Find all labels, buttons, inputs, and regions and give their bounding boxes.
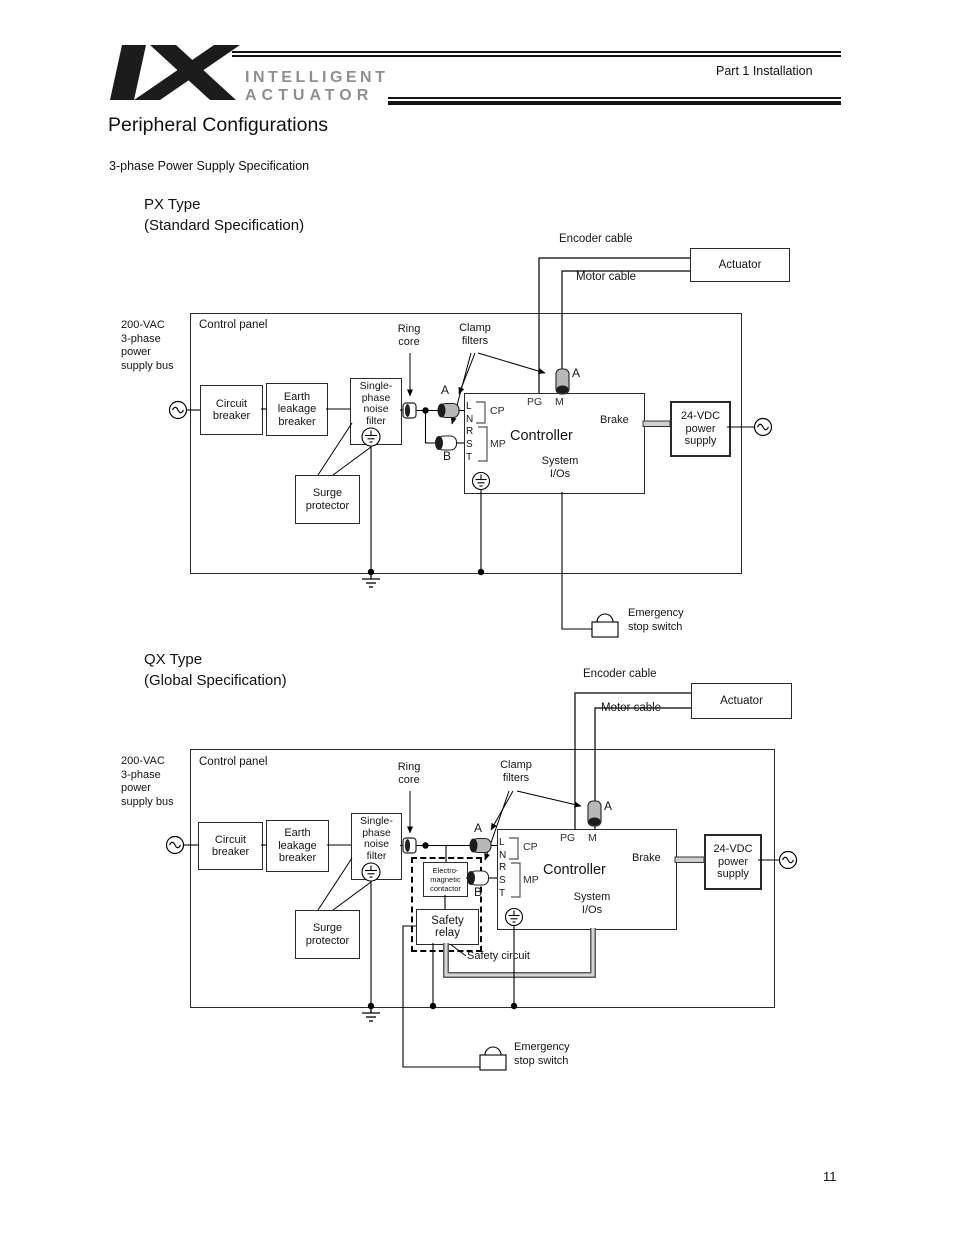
px-ac-source-right-icon (753, 417, 773, 437)
px-power-bus-label: 200-VAC 3-phase power supply bus (121, 319, 174, 372)
qx-circuit-breaker-box: Circuit breaker (198, 822, 263, 870)
qx-earth-leakage-breaker-box: Earth leakage breaker (266, 820, 329, 872)
qx-circuit-breaker-label: Circuit breaker (211, 833, 250, 859)
px-heading: PX Type (Standard Specification) (144, 196, 305, 234)
qx-encoder-cable-label: Encoder cable (583, 668, 657, 680)
qx-safety-relay-label: Safety relay (431, 914, 464, 940)
qx-control-panel-box (190, 749, 775, 1008)
px-terminal-r: R (466, 426, 474, 437)
header-rule-top-1 (232, 51, 841, 53)
qx-surge-protector-box: Surge protector (295, 910, 360, 959)
qx-safety-circuit-label: Safety circuit (467, 950, 530, 962)
qx-clamp-a-vertical-label: A (604, 799, 613, 813)
px-actuator-label: Actuator (718, 258, 762, 271)
page-number: 11 (823, 1169, 837, 1184)
px-24vdc-power-supply-box: 24-VDC power supply (670, 401, 731, 457)
px-control-panel-label: Control panel (199, 319, 268, 331)
header-rule-bottom-1 (388, 97, 841, 99)
qx-electromagnetic-contactor-box: Electro- magnetic contactor (423, 862, 468, 897)
qx-emergency-stop-label: Emergency stop switch (514, 1041, 570, 1067)
px-noise-filter-label: Single- phase noise filter (359, 380, 393, 427)
px-earth-ground-icon (362, 572, 380, 588)
qx-earth-leakage-breaker-label: Earth leakage breaker (278, 827, 317, 865)
qx-electromagnetic-contactor-label: Electro- magnetic contactor (430, 866, 461, 893)
px-terminal-n: N (466, 414, 474, 425)
px-ac-source-icon (168, 400, 188, 420)
px-surge-protector-box: Surge protector (295, 475, 360, 524)
px-brake-label: Brake (600, 414, 629, 426)
qx-motor-cable-label: Motor cable (601, 702, 662, 714)
qx-ac-source-right-icon (778, 850, 798, 870)
px-terminal-l: L (466, 401, 472, 412)
qx-brake-label: Brake (632, 852, 661, 864)
px-earth-leakage-breaker-box: Earth leakage breaker (266, 383, 328, 436)
qx-earth-ground-icon (362, 1006, 380, 1022)
logo-intelligent-text: INTELLIGENT (245, 69, 389, 86)
px-ring-core-label: Ring core (397, 323, 421, 348)
qx-actuator-label: Actuator (720, 694, 763, 707)
page-subtitle: 3-phase Power Supply Specification (109, 159, 310, 173)
qx-24vdc-label: 24-VDC power supply (713, 843, 753, 881)
qx-mp-label: MP (523, 874, 539, 886)
ix-logo (110, 45, 240, 100)
qx-controller-box (497, 829, 677, 930)
header-rule-top-2 (232, 55, 841, 57)
page-title: Peripheral Configurations (108, 114, 329, 136)
qx-noise-filter-box: Single- phase noise filter (351, 813, 402, 880)
qx-actuator-box: Actuator (691, 683, 792, 719)
qx-cp-label: CP (523, 841, 538, 853)
qx-terminal-s: S (499, 875, 506, 886)
px-clamp-filters-label: Clamp filters (459, 322, 491, 347)
px-emergency-stop-icon (591, 613, 619, 638)
px-noise-filter-box: Single- phase noise filter (350, 378, 402, 445)
qx-terminal-t: T (499, 888, 506, 899)
px-actuator-box: Actuator (690, 248, 790, 282)
qx-ring-core-label: Ring core (397, 761, 421, 786)
qx-heading: QX Type (Global Specification) (144, 651, 287, 689)
px-terminal-s: S (466, 439, 473, 450)
px-circuit-breaker-label: Circuit breaker (212, 397, 251, 423)
px-pg-terminal-label: PG (527, 396, 543, 408)
qx-pg-terminal-label: PG (560, 832, 576, 844)
px-mp-label: MP (490, 438, 506, 450)
qx-24vdc-power-supply-box: 24-VDC power supply (704, 834, 762, 890)
qx-emergency-stop-icon (479, 1046, 507, 1071)
px-encoder-cable-label: Encoder cable (559, 233, 633, 245)
qx-m-terminal-label: M (588, 832, 597, 844)
px-surge-protector-label: Surge protector (305, 487, 350, 512)
qx-clamp-b-label: B (474, 885, 483, 899)
header-rule-bottom-2 (388, 101, 841, 105)
px-earth-leakage-breaker-label: Earth leakage breaker (277, 390, 317, 428)
px-clamp-b-label: B (443, 449, 452, 463)
qx-surge-protector-label: Surge protector (305, 922, 350, 947)
px-24vdc-label: 24-VDC power supply (680, 410, 721, 448)
qx-system-ios-label: System I/Os (573, 891, 611, 916)
px-system-ios-label: System I/Os (541, 455, 579, 480)
qx-controller-label: Controller (543, 862, 606, 878)
px-circuit-breaker-box: Circuit breaker (200, 385, 263, 435)
qx-control-panel-label: Control panel (199, 756, 268, 768)
qx-ac-source-icon (165, 835, 185, 855)
logo-actuator-text: ACTUATOR (245, 87, 374, 104)
px-emergency-stop-label: Emergency stop switch (628, 607, 684, 633)
px-motor-cable-label: Motor cable (576, 271, 637, 283)
px-controller-box (464, 393, 645, 494)
qx-clamp-a-label: A (474, 821, 483, 835)
px-cp-label: CP (490, 405, 505, 417)
qx-terminal-l: L (499, 837, 505, 848)
qx-safety-relay-box: Safety relay (416, 909, 479, 945)
px-clamp-a-label: A (441, 383, 450, 397)
part-label: Part 1 Installation (716, 64, 813, 78)
px-m-terminal-label: M (555, 396, 564, 408)
px-controller-label: Controller (510, 428, 573, 444)
qx-noise-filter-label: Single- phase noise filter (360, 815, 393, 862)
px-terminal-t: T (466, 452, 473, 463)
qx-terminal-n: N (499, 850, 507, 861)
px-clamp-a-vertical-label: A (572, 366, 581, 380)
qx-terminal-r: R (499, 862, 507, 873)
qx-power-bus-label: 200-VAC 3-phase power supply bus (121, 755, 174, 808)
qx-clamp-filters-label: Clamp filters (500, 759, 532, 784)
